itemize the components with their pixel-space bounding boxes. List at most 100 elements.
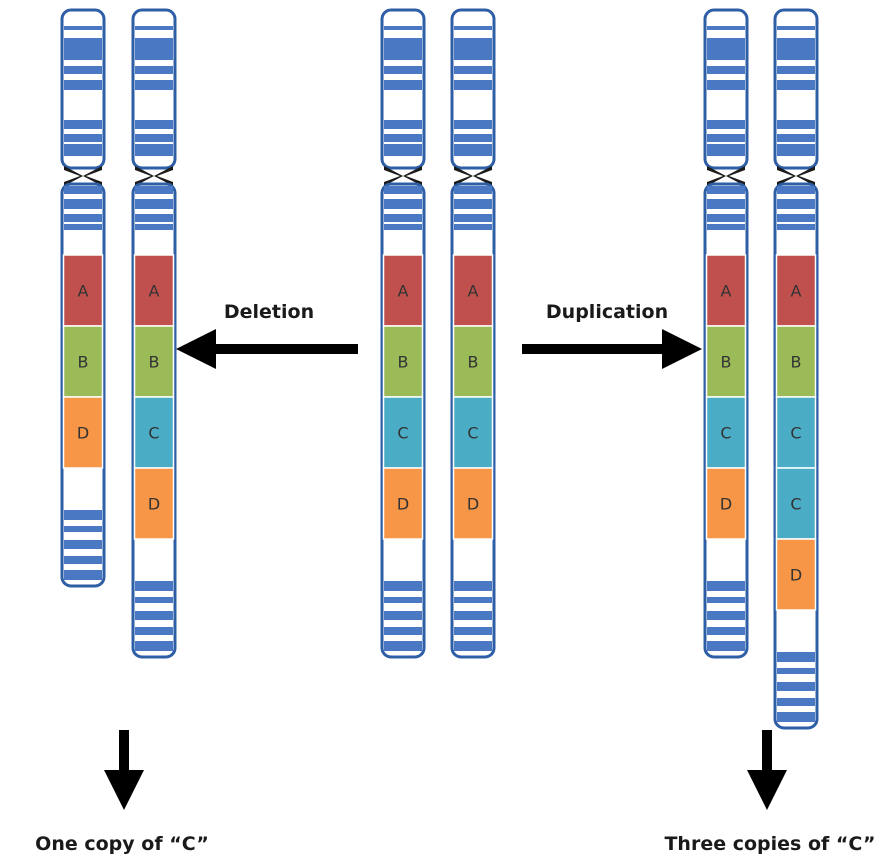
band	[707, 214, 745, 222]
band	[454, 627, 492, 635]
centromere	[707, 166, 745, 186]
segment-a	[705, 254, 747, 327]
segment-label-b: B	[468, 353, 479, 372]
band	[777, 199, 815, 209]
segment-label-c: C	[790, 424, 801, 443]
band	[64, 199, 102, 209]
band	[64, 214, 102, 222]
deletion-chromosome-2: A B C D	[131, 8, 177, 659]
band	[454, 26, 492, 30]
band	[707, 627, 745, 635]
band	[135, 611, 173, 620]
band	[454, 214, 492, 222]
segment-label-b: B	[721, 353, 732, 372]
band	[64, 26, 102, 30]
band	[777, 134, 815, 142]
band	[64, 186, 102, 194]
band	[135, 186, 173, 194]
band	[707, 144, 745, 156]
band	[454, 199, 492, 209]
duplication-label: Duplication	[546, 301, 668, 323]
segment-label-d: D	[467, 495, 479, 514]
band	[777, 712, 815, 722]
band	[777, 224, 815, 230]
band	[64, 243, 102, 255]
band	[707, 80, 745, 90]
band	[777, 80, 815, 90]
band	[135, 26, 173, 30]
band	[777, 66, 815, 74]
band	[384, 120, 422, 129]
band	[384, 26, 422, 30]
band	[135, 38, 173, 60]
band	[64, 66, 102, 74]
band	[454, 38, 492, 60]
band	[777, 26, 815, 30]
segment-d	[382, 467, 424, 540]
band	[384, 38, 422, 60]
segment-label-c: C	[467, 424, 478, 443]
segment-d	[705, 467, 747, 540]
band	[384, 214, 422, 222]
band	[777, 214, 815, 222]
segment-label-d: D	[720, 495, 732, 514]
centromere	[454, 166, 492, 186]
segment-d	[62, 396, 104, 469]
band	[135, 199, 173, 209]
band	[454, 186, 492, 194]
segment-c	[705, 396, 747, 469]
segment-a	[62, 254, 104, 327]
centromere	[135, 166, 173, 186]
centromere	[64, 166, 102, 186]
band	[135, 224, 173, 230]
segment-label-d: D	[148, 495, 160, 514]
band	[777, 120, 815, 129]
band	[454, 641, 492, 651]
band	[454, 80, 492, 90]
band	[64, 526, 102, 532]
segment-c	[452, 396, 494, 469]
band	[384, 641, 422, 651]
band	[454, 144, 492, 156]
segment-label-a: A	[468, 282, 479, 301]
segment-label-c: C	[720, 424, 731, 443]
segment-label-a: A	[791, 282, 802, 301]
segment-label-d: D	[397, 495, 409, 514]
band	[707, 581, 745, 591]
band	[777, 698, 815, 706]
centromere	[384, 166, 422, 186]
segment-c	[775, 396, 817, 469]
segment-label-c: C	[148, 424, 159, 443]
segment-b	[775, 325, 817, 398]
band	[454, 243, 492, 255]
band	[64, 80, 102, 90]
segment-label-a: A	[149, 282, 160, 301]
band	[135, 627, 173, 635]
three-copies-caption: Three copies of “C”	[664, 833, 875, 855]
normal-chromosome-2: A B C D	[450, 8, 496, 659]
segment-c	[133, 396, 175, 469]
segment-c	[775, 467, 817, 540]
band	[135, 144, 173, 156]
band	[135, 120, 173, 129]
band	[384, 627, 422, 635]
segment-label-c: C	[397, 424, 408, 443]
band	[707, 186, 745, 194]
band	[707, 120, 745, 129]
band	[135, 134, 173, 142]
segment-b	[133, 325, 175, 398]
band	[454, 66, 492, 74]
band	[384, 134, 422, 142]
segment-label-d: D	[77, 424, 89, 443]
band	[707, 611, 745, 620]
segment-c	[382, 396, 424, 469]
band	[64, 556, 102, 564]
band	[707, 243, 745, 255]
segment-label-b: B	[149, 353, 160, 372]
segment-d	[775, 538, 817, 611]
band	[64, 570, 102, 580]
band	[454, 134, 492, 142]
